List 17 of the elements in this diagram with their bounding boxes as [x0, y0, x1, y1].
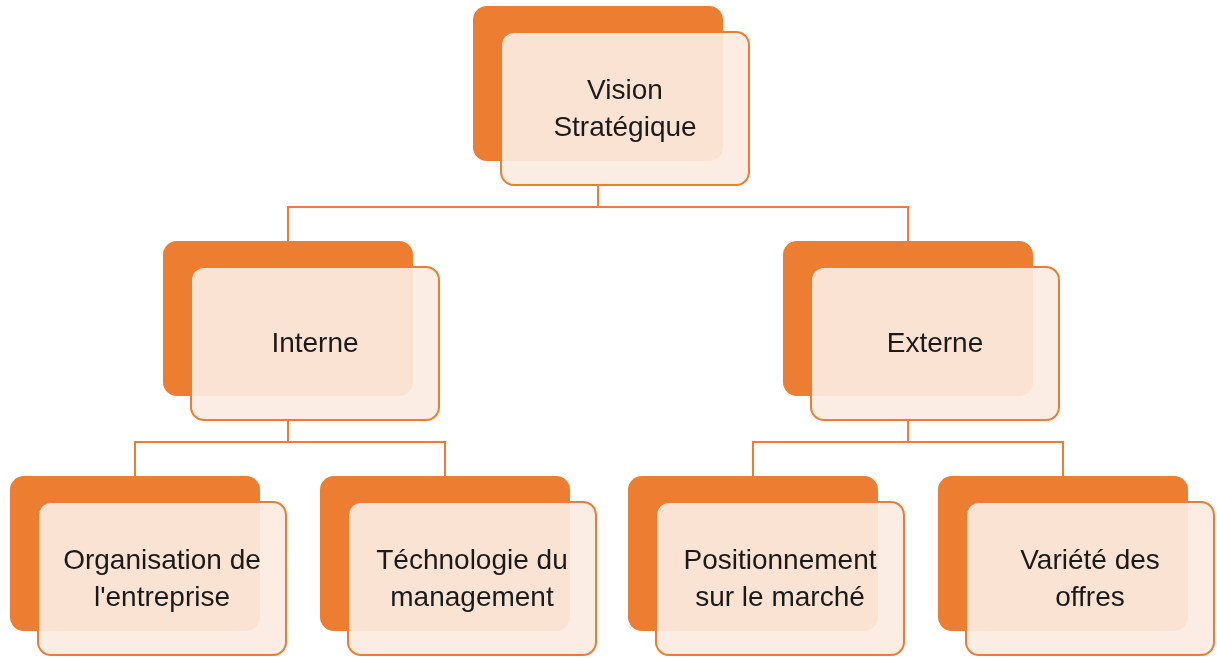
stacked-card [938, 476, 1215, 656]
connector-line [907, 420, 1064, 477]
stacked-card [628, 476, 905, 656]
box-label: Organisation de l'entreprise [62, 543, 262, 614]
connector-line [597, 185, 909, 242]
box-label: Téchnologie du management [375, 543, 569, 614]
box-label: Vision Stratégique [552, 73, 698, 144]
stacked-card [10, 476, 287, 656]
stacked-card [473, 6, 750, 186]
stacked-card [320, 476, 597, 656]
box-label: Externe [886, 326, 984, 361]
box-label: Positionnement sur le marché [682, 543, 878, 614]
box-label: Variété des offres [1019, 543, 1161, 614]
stacked-card [163, 241, 440, 421]
stacked-card [783, 241, 1060, 421]
box-label: Interne [271, 326, 359, 361]
connector-line [287, 420, 446, 477]
